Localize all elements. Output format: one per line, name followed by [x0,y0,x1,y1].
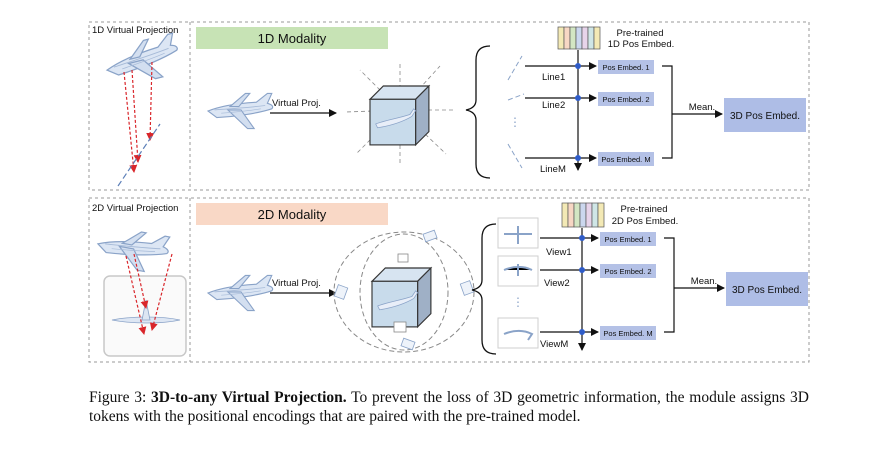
bracket-1d [662,65,673,159]
plane-1d-image [207,92,274,130]
panel-1d-thumbnail [101,32,184,187]
bracket-2d [664,237,675,333]
pos-embed-2d-1: Pos Embed. 1 [604,235,651,244]
modality-1d-header [196,27,388,49]
pretrained-2d-line1: Pre-trained [621,204,668,215]
pretrained-1d-embed [557,26,601,50]
modality-1d-title: 1D Modality [258,31,327,46]
pretrained-2d-embed [561,202,605,228]
view-m-row: ViewM Pos Embed. M [540,326,656,350]
caption-text: To prevent the loss of 3D geometric info… [89,389,809,425]
line-2-label: Line2 [542,100,565,111]
panel-2d-thumb-label: 2D Virtual Projection [92,203,178,214]
cube-2d-with-orbit [333,229,475,353]
pos-embed-2d-2: Pos Embed. 2 [604,267,651,276]
panel-1d-thumb-label: 1D Virtual Projection [92,25,178,36]
pretrained-1d-line2: 1D Pos Embed. [608,39,675,50]
view-2-row: View2 Pos Embed. 2 [540,264,656,289]
line-2-row: Line2 Pos Embed. 2 [525,92,654,111]
line-1-row: Line1 Pos Embed. 1 [525,60,654,83]
modality-2d-header [196,203,388,225]
ellipsis-1d-left: ⋮ [509,115,521,129]
plane-2d-image [207,274,274,312]
figure-3-diagram: 1D Virtual Projection 1D Modality Virtua… [88,21,810,363]
output-1d-box [724,98,806,132]
virtual-proj-1d-label: Virtual Proj. [272,98,321,109]
brace-2d [471,223,497,355]
pos-embed-1d-1: Pos Embed. 1 [602,63,649,72]
pos-embed-1d-2: Pos Embed. 2 [602,95,649,104]
panel-2d: 2D Virtual Projection 2D Modality Virtua… [88,197,810,363]
view-m-label: ViewM [540,339,568,350]
caption-bold-title: 3D-to-any Virtual Projection. [151,389,347,406]
view-thumbnails [497,217,539,349]
output-1d-label: 3D Pos Embed. [730,111,800,122]
view-1-row: View1 Pos Embed. 1 [540,232,656,258]
pos-embed-1d-m: Pos Embed. M [601,155,650,164]
cube-1d [345,62,454,164]
panel-2d-border [88,197,810,363]
figure-caption: Figure 3: 3D-to-any Virtual Projection. … [89,388,809,426]
line-m-label: LineM [540,164,566,175]
mean-2d-label: Mean. [691,276,717,287]
projection-lines-1d [507,55,525,169]
panel-1d: 1D Virtual Projection 1D Modality Virtua… [88,21,810,191]
pretrained-1d-line1: Pre-trained [617,28,664,39]
view-2-label: View2 [544,278,570,289]
pos-embed-2d-m: Pos Embed. M [603,329,652,338]
line-m-row: LineM Pos Embed. M [525,152,654,175]
ellipsis-2d-left: ⋮ [512,295,524,309]
panel-2d-thumbnail [93,224,187,357]
brace-1d [465,45,491,179]
panel-1d-border [88,21,810,191]
modality-2d-title: 2D Modality [258,207,327,222]
line-1-label: Line1 [542,72,565,83]
output-2d-label: 3D Pos Embed. [732,285,802,296]
view-1-label: View1 [546,247,572,258]
output-2d-box [726,272,808,306]
caption-prefix: Figure 3: [89,389,152,406]
mean-1d-label: Mean. [689,102,715,113]
virtual-proj-2d-label: Virtual Proj. [272,278,321,289]
pretrained-2d-line2: 2D Pos Embed. [612,216,679,227]
